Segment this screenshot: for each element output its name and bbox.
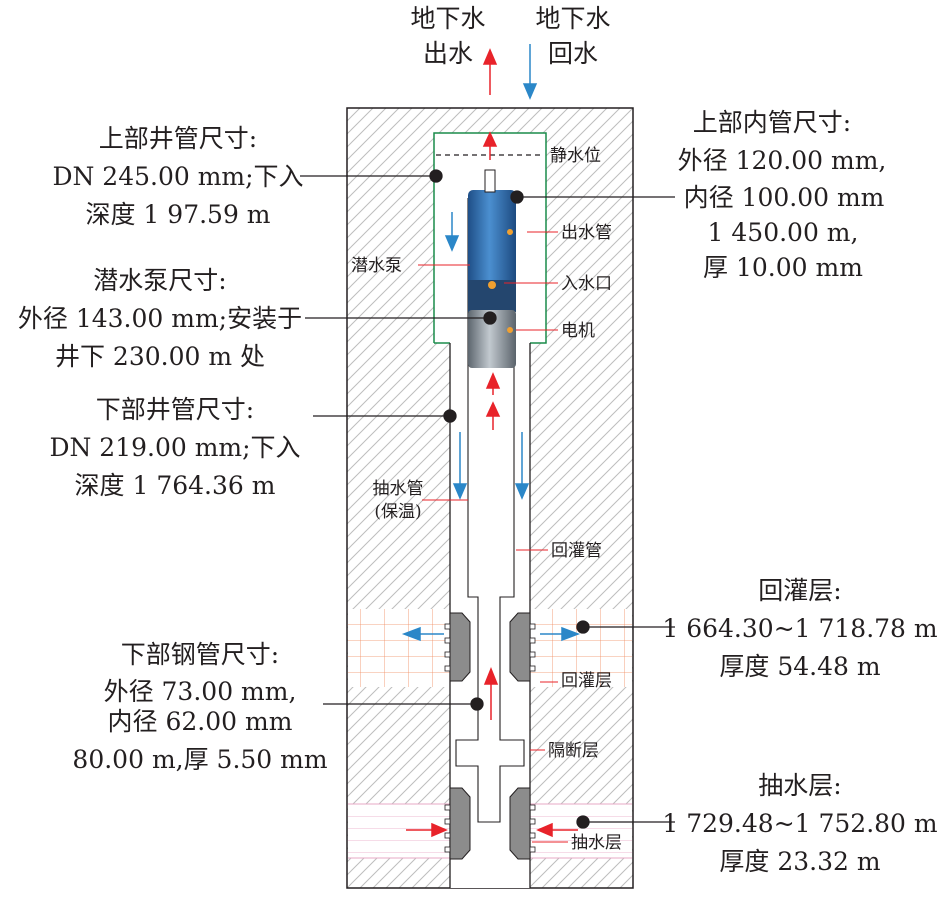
steel-pipe-line-3: 80.00 m,厚 5.50 mm: [72, 745, 327, 774]
inner-labels: 静水位 出水管 潜水泵 入水口 电机 抽水管 (保温) 回灌管 回灌层 隔断层 …: [351, 146, 622, 853]
upper-casing-line-1: DN 245.00 mm;下入: [52, 162, 303, 191]
lower-casing-title: 下部井管尺寸:: [96, 395, 254, 424]
reinjection-pipe-label: 回灌管: [551, 541, 602, 561]
outflow-label-2: 出水: [423, 39, 473, 68]
steel-pipe-line-2: 内径 62.00 mm: [108, 707, 293, 736]
isolation-zone-label: 隔断层: [548, 741, 599, 761]
top-flow-labels: 地下水 出水 地下水 回水: [410, 4, 610, 68]
inner-pipe-title: 上部内管尺寸:: [693, 108, 851, 137]
upper-casing-line-2: 深度 1 97.59 m: [85, 200, 270, 229]
inner-pipe-line-3: 1 450.00 m,: [708, 218, 859, 247]
inlet-dot: [488, 281, 496, 289]
reinjection-layer-line-1: 1 664.30~1 718.78 m: [662, 614, 938, 643]
steel-pipe-title: 下部钢管尺寸:: [121, 640, 279, 669]
upper-casing: [433, 132, 547, 344]
outlet-pipe-label: 出水管: [561, 223, 612, 243]
motor-label: 电机: [561, 321, 595, 341]
inner-pipe-line-4: 厚 10.00 mm: [703, 253, 863, 282]
inner-pipe: [455, 198, 525, 823]
pump-line-1: 外径 143.00 mm;安装于: [18, 304, 302, 333]
inner-pipe-line-2: 内径 100.00 mm: [684, 183, 885, 212]
lower-casing-line-1: DN 219.00 mm;下入: [49, 433, 300, 462]
upper-casing-title: 上部井管尺寸:: [99, 124, 257, 153]
pumping-layer-line-1: 1 729.48~1 752.80 m: [662, 809, 938, 838]
pump-title: 潜水泵尺寸:: [93, 266, 226, 295]
left-callouts: 上部井管尺寸: DN 245.00 mm;下入 深度 1 97.59 m 潜水泵…: [18, 124, 328, 774]
outflow-label-1: 地下水: [410, 4, 485, 33]
label-leaders: [418, 231, 568, 843]
pumping-zone-label: 抽水层: [571, 833, 622, 853]
packers: [444, 612, 536, 860]
pumping-pipe-insulated-label: (保温): [374, 502, 421, 522]
lower-casing-line-2: 深度 1 764.36 m: [75, 471, 276, 500]
water-inlet-label: 入水口: [561, 274, 612, 294]
right-callouts: 上部内管尺寸: 外径 120.00 mm, 内径 100.00 mm 1 450…: [662, 108, 938, 876]
callout-leaders: [300, 169, 675, 829]
pump-line-2: 井下 230.00 m 处: [55, 342, 265, 371]
return-label-2: 回水: [548, 39, 598, 68]
pumping-pipe-label: 抽水管: [373, 479, 424, 499]
steel-pipe-line-1: 外径 73.00 mm,: [104, 677, 297, 706]
reinjection-layer-title: 回灌层:: [758, 576, 841, 605]
static-level-label: 静水位: [550, 146, 601, 166]
pumping-layer-title: 抽水层:: [758, 771, 841, 800]
return-label-1: 地下水: [535, 4, 610, 33]
motor-body: [468, 310, 516, 368]
flow-arrows: [401, 44, 581, 838]
submersible-pump-label: 潜水泵: [351, 256, 402, 276]
reinjection-layer-line-2: 厚度 54.48 m: [719, 652, 880, 681]
reinjection-zone-label: 回灌层: [561, 671, 612, 691]
submersible-pump: [468, 169, 516, 368]
pumping-layer-line-2: 厚度 23.32 m: [719, 847, 880, 876]
inner-pipe-line-1: 外径 120.00 mm,: [678, 146, 887, 175]
